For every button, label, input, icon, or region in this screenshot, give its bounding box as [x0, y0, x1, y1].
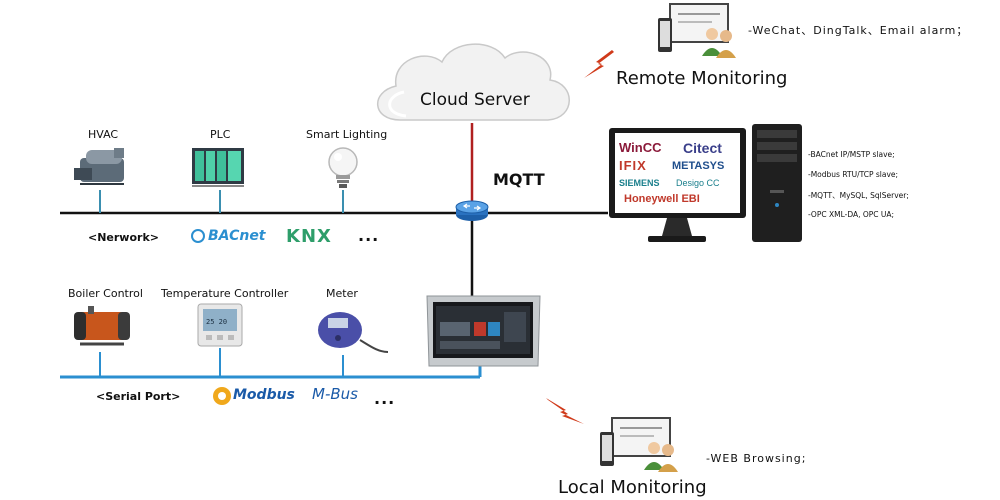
lightning-local-icon: [546, 398, 584, 424]
serial-bus-label: <Serial Port>: [96, 390, 181, 403]
device-label-meter: Meter: [326, 287, 358, 300]
device-label-plc: PLC: [210, 128, 231, 141]
modbus-logo-icon: [213, 387, 231, 405]
remote-users-icon: [658, 3, 736, 58]
brand-metasys: METASYS: [672, 160, 725, 172]
device-label-temperature-controller: Temperature Controller: [161, 287, 289, 300]
brand-wincc: WinCC: [619, 140, 662, 155]
brand-citect: Citect: [683, 140, 722, 156]
light-bulb-icon: [328, 147, 358, 188]
cloud-icon: [377, 43, 570, 121]
device-label-boiler-control: Boiler Control: [68, 287, 143, 300]
plc-icon: [192, 148, 244, 187]
knx-logo-text: KNX: [286, 226, 332, 247]
thermostat-icon: 25 20: [197, 303, 243, 347]
serial-more-dots: ...: [374, 389, 396, 408]
service-modbus: -Modbus RTU/TCP slave;: [808, 170, 899, 179]
service-opc: -OPC XML-DA, OPC UA;: [808, 210, 895, 219]
hvac-icon: [74, 148, 124, 185]
device-label-hvac: HVAC: [88, 128, 119, 141]
local-users-icon: [600, 417, 678, 472]
svg-text:25 20: 25 20: [206, 318, 227, 326]
brand-siemens: SIEMENS: [619, 178, 660, 188]
mqtt-label: MQTT: [493, 170, 545, 189]
scada-monitor-icon: [609, 128, 746, 242]
remote-alarm-note: -WeChat、DingTalk、Email alarm；: [748, 24, 969, 37]
network-bus-label: <Nerwork>: [88, 231, 159, 244]
router-icon: [455, 200, 489, 221]
local-web-note: -WEB Browsing;: [706, 452, 807, 465]
bacnet-logo-icon: [191, 229, 205, 243]
device-label-smart-lighting: Smart Lighting: [306, 128, 388, 141]
network-more-dots: ...: [358, 226, 380, 245]
boiler-icon: [74, 306, 130, 346]
remote-monitoring-title: Remote Monitoring: [616, 68, 788, 89]
mbus-logo-text: M-Bus: [312, 385, 358, 403]
brand-ifix: IFIX: [619, 158, 647, 173]
pc-tower-icon: [752, 124, 802, 242]
cloud-server-label: Cloud Server: [420, 90, 530, 110]
service-mqtt-sql: -MQTT、MySQL, SqlServer;: [808, 191, 909, 200]
local-monitoring-title: Local Monitoring: [558, 477, 707, 498]
hmi-panel-icon: [426, 295, 541, 367]
meter-icon: [318, 312, 389, 353]
lightning-remote-icon: [584, 50, 614, 78]
bacnet-logo-text: BACnet: [208, 228, 266, 244]
service-bacnet: -BACnet IP/MSTP slave;: [808, 150, 895, 159]
modbus-logo-text: Modbus: [233, 387, 295, 403]
brand-desigo-cc: Desigo CC: [676, 178, 720, 188]
brand-honeywell-ebi: Honeywell EBI: [624, 193, 700, 205]
